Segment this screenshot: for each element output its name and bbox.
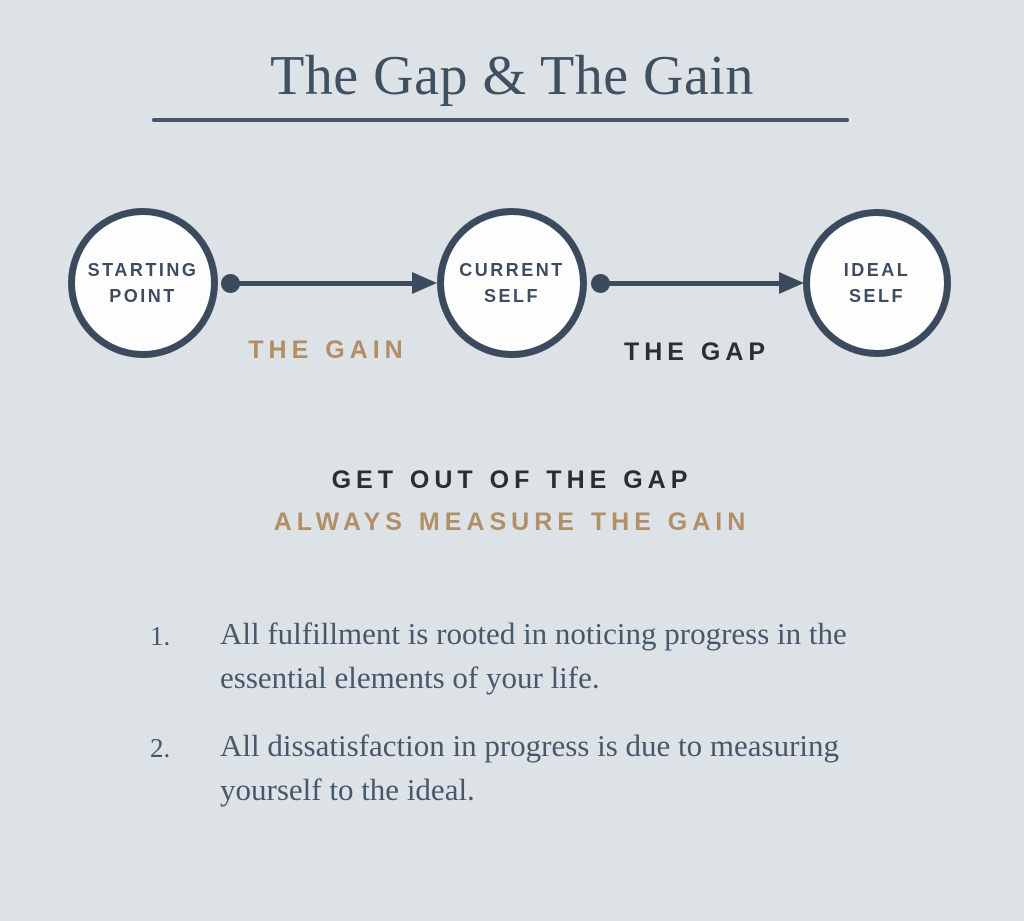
arrowhead-icon: [779, 272, 804, 294]
title-underline: [152, 118, 849, 122]
label-the-gap: THE GAP: [623, 338, 771, 366]
node-label-line: SELF: [483, 286, 540, 306]
node-ideal-self: IDEAL SELF: [803, 209, 951, 357]
list-item-text: All fulfillment is rooted in noticing pr…: [220, 616, 847, 695]
arrow-line: [229, 281, 417, 286]
arrowhead-icon: [412, 272, 437, 294]
list-item: 2. All dissatisfaction in progress is du…: [150, 724, 880, 812]
principles-list: 1. All fulfillment is rooted in noticing…: [150, 612, 880, 836]
list-item-number: 2.: [150, 733, 171, 763]
label-the-gain: THE GAIN: [248, 336, 408, 364]
node-label-line: IDEAL: [843, 260, 911, 280]
arrow-line: [599, 281, 783, 286]
list-item-number: 1.: [150, 621, 171, 651]
node-label-line: STARTING: [87, 260, 199, 280]
slogan-get-out-of-the-gap: GET OUT OF THE GAP: [331, 466, 693, 494]
list-item: 1. All fulfillment is rooted in noticing…: [150, 612, 880, 700]
node-label-line: CURRENT: [459, 260, 565, 280]
node-starting-point: STARTING POINT: [68, 208, 218, 358]
slogan-always-measure-the-gain: ALWAYS MEASURE THE GAIN: [273, 508, 751, 536]
page-title: The Gap & The Gain: [270, 45, 754, 107]
node-label-line: SELF: [848, 286, 905, 306]
list-item-text: All dissatisfaction in progress is due t…: [220, 728, 840, 807]
node-label-line: POINT: [109, 286, 177, 306]
node-current-self: CURRENT SELF: [437, 208, 587, 358]
